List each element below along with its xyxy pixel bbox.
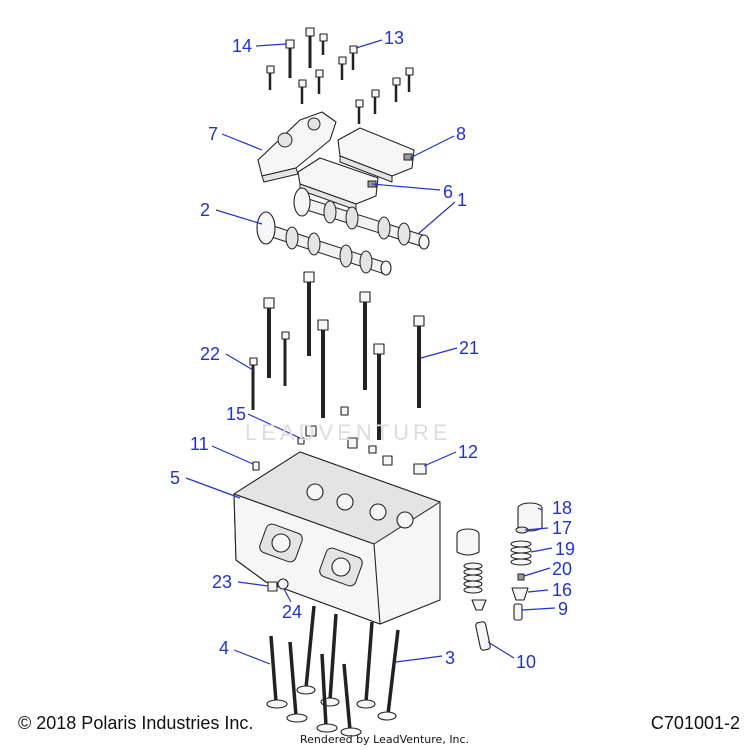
bolt bbox=[298, 79, 307, 104]
valve bbox=[377, 629, 400, 721]
valve bbox=[356, 621, 376, 709]
cylinder-head bbox=[233, 451, 441, 625]
cam-cap-bolts-group bbox=[266, 27, 414, 124]
bolt bbox=[405, 67, 414, 92]
bolt bbox=[413, 315, 425, 408]
dowel-pins-group bbox=[252, 406, 427, 475]
callout-24: 24 bbox=[282, 602, 302, 622]
bolt bbox=[359, 291, 371, 390]
cam-cap-7 bbox=[257, 111, 337, 183]
callout-6: 6 bbox=[443, 182, 453, 202]
bolt bbox=[319, 33, 328, 55]
bolt bbox=[373, 343, 385, 440]
callout-17: 17 bbox=[552, 518, 572, 538]
watermark: LEADVENTURE bbox=[245, 420, 452, 445]
bolt bbox=[266, 65, 275, 90]
rendered-by-text: Rendered by LeadVenture, Inc. bbox=[300, 733, 470, 746]
callout-16: 16 bbox=[552, 580, 572, 600]
valve bbox=[340, 663, 362, 737]
document-id: C701001-2 bbox=[650, 713, 740, 733]
callout-10: 10 bbox=[516, 652, 536, 672]
bolt bbox=[315, 69, 324, 94]
washer-24 bbox=[277, 578, 289, 590]
camshaft-2 bbox=[256, 211, 392, 276]
bolt bbox=[303, 271, 315, 356]
callout-23: 23 bbox=[212, 572, 232, 592]
callout-13: 13 bbox=[384, 28, 404, 48]
callout-20: 20 bbox=[552, 559, 572, 579]
plug-23 bbox=[267, 581, 278, 592]
callout-3: 3 bbox=[445, 648, 455, 668]
valves-group bbox=[266, 605, 400, 737]
callout-19: 19 bbox=[555, 539, 575, 559]
bolt bbox=[349, 45, 358, 70]
valve bbox=[316, 653, 338, 733]
camshaft-1 bbox=[293, 187, 430, 250]
valve bbox=[286, 641, 308, 723]
bolt bbox=[285, 39, 295, 78]
valve-spring bbox=[463, 562, 483, 594]
callout-12: 12 bbox=[458, 442, 478, 462]
bolt bbox=[392, 77, 401, 102]
callout-11: 11 bbox=[190, 434, 209, 454]
bolt bbox=[355, 99, 364, 124]
valve bbox=[266, 635, 288, 709]
callout-21: 21 bbox=[459, 338, 479, 358]
valve-train-group bbox=[456, 502, 543, 651]
callout-14: 14 bbox=[232, 36, 252, 56]
valve-spring bbox=[510, 540, 532, 566]
leader-lines bbox=[185, 39, 556, 665]
callout-1: 1 bbox=[457, 190, 467, 210]
callout-22: 22 bbox=[200, 344, 220, 364]
callout-5: 5 bbox=[170, 468, 180, 488]
callout-2: 2 bbox=[200, 200, 210, 220]
bolt bbox=[317, 319, 329, 418]
bolt bbox=[249, 357, 258, 410]
callout-15: 15 bbox=[226, 404, 246, 424]
callout-18: 18 bbox=[552, 498, 572, 518]
copyright-text: © 2018 Polaris Industries Inc. bbox=[18, 713, 254, 733]
valve bbox=[296, 605, 316, 695]
head-bolts-group bbox=[249, 271, 425, 440]
callout-numbers: 1 2 3 4 5 6 7 8 9 10 11 12 13 14 15 16 1… bbox=[170, 28, 575, 672]
bolt bbox=[338, 56, 347, 80]
bolt bbox=[281, 331, 290, 386]
callout-4: 4 bbox=[219, 638, 229, 658]
bolt bbox=[263, 297, 275, 378]
bolt bbox=[305, 27, 315, 68]
bolt bbox=[371, 89, 380, 114]
callout-9: 9 bbox=[558, 599, 568, 619]
callout-8: 8 bbox=[456, 124, 466, 144]
callout-7: 7 bbox=[208, 124, 218, 144]
